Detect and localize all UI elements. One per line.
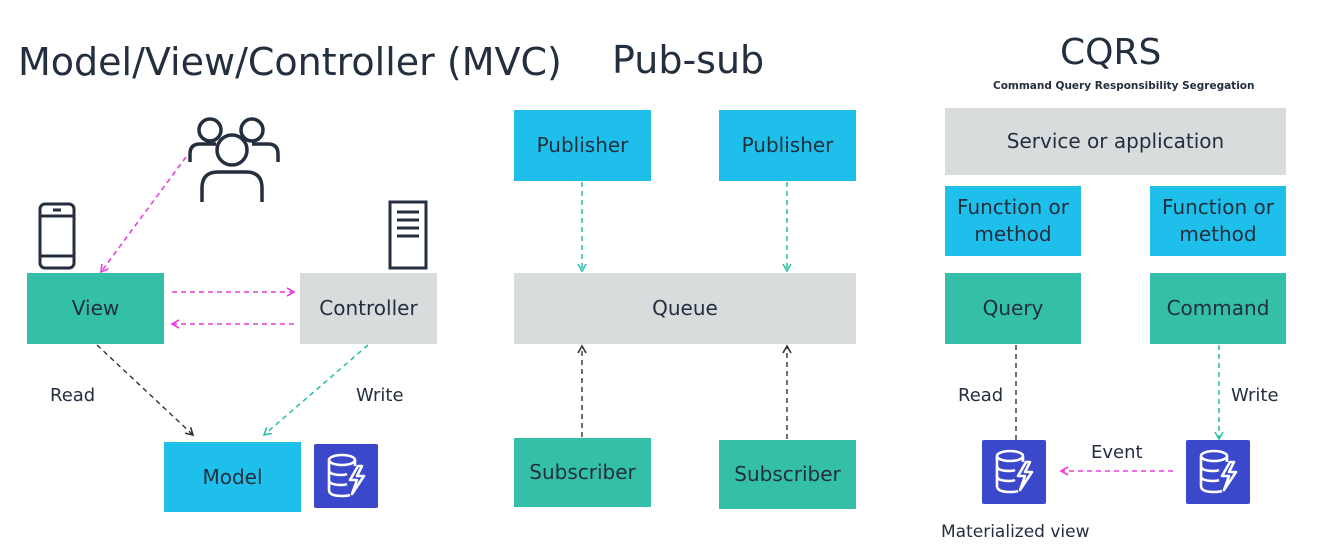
subscriber-right-box: Subscriber [719,440,856,509]
subscriber-right-label: Subscriber [734,462,841,486]
mobile-phone-icon [38,202,76,270]
cqrs-title: CQRS [1060,32,1162,73]
view-box: View [27,273,164,344]
materialized-view-label: Materialized view [941,522,1090,542]
publisher-right-label: Publisher [741,133,834,157]
cqrs-read-label: Read [958,385,1004,406]
event-label: Event [1091,442,1143,463]
arrow-view-to-model-read [96,344,195,437]
service-box: Service or application [945,108,1286,175]
pubsub-title: Pub-sub [612,38,765,82]
publisher-left-label: Publisher [536,133,629,157]
model-box: Model [164,442,301,512]
mvc-write-label: Write [356,385,404,406]
query-label: Query [982,296,1044,320]
queue-label: Queue [652,296,718,320]
users-icon [188,117,280,202]
command-box: Command [1150,273,1286,344]
publisher-left-box: Publisher [514,110,651,181]
subscriber-left-box: Subscriber [514,438,651,507]
queue-box: Queue [514,273,856,344]
controller-label: Controller [319,296,418,320]
server-document-icon [388,200,428,270]
command-db-icon [1186,440,1250,504]
materialized-view-db-icon [982,440,1046,504]
command-label: Command [1166,296,1270,320]
arrow-controller-to-model-write [262,344,369,437]
function-right-label: Function or method [1162,195,1274,246]
model-label: Model [202,464,263,489]
query-box: Query [945,273,1081,344]
function-left-box: Function or method [945,186,1081,256]
view-label: View [71,296,120,320]
mvc-read-label: Read [50,385,96,406]
dynamodb-icon [314,444,378,508]
controller-box: Controller [300,273,437,344]
service-label: Service or application [1006,129,1225,153]
subscriber-left-label: Subscriber [529,460,636,484]
publisher-right-box: Publisher [719,110,856,181]
cqrs-write-label: Write [1231,385,1279,406]
function-left-label: Function or method [957,195,1069,246]
arrow-users-to-view [100,156,187,274]
mvc-title: Model/View/Controller (MVC) [18,40,562,84]
cqrs-subtitle: Command Query Responsibility Segregation [993,80,1255,92]
function-right-box: Function or method [1150,186,1286,256]
